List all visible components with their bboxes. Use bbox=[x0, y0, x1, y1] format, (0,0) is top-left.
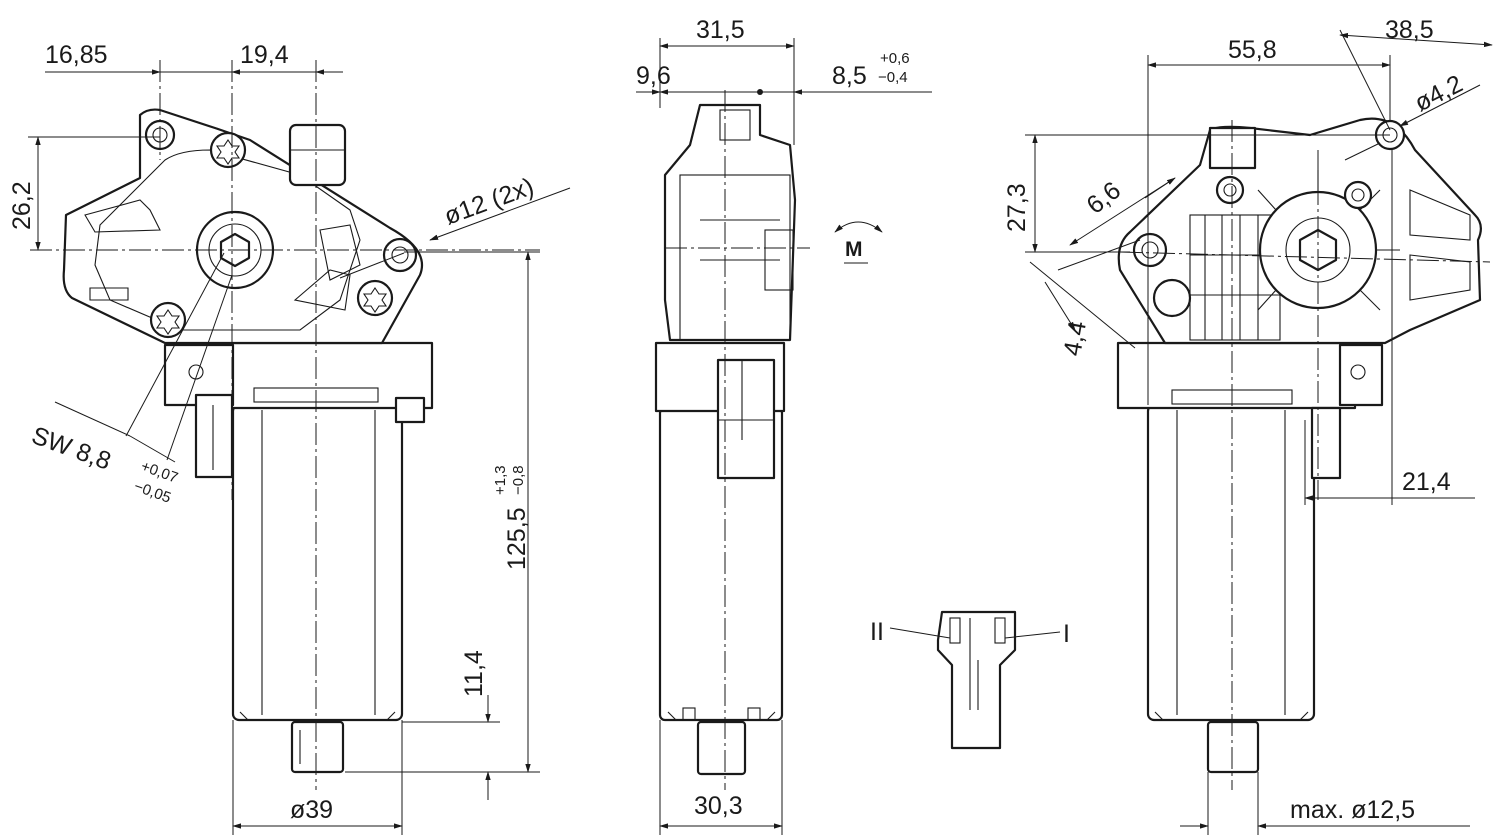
dim-diameter: ø39 bbox=[290, 796, 333, 824]
connector-pin-ii: II bbox=[870, 618, 884, 646]
rear-dim-left-height: 27,3 bbox=[1003, 183, 1031, 232]
rear-view: 38,5 55,8 ø4,2 27,3 6,6 4,4 21,4 bbox=[1003, 16, 1493, 835]
dim-length-tol-upper: +1,3 bbox=[492, 465, 509, 495]
rear-dim-right-offset: 21,4 bbox=[1402, 468, 1451, 496]
side-view: 31,5 9,6 8,5 +0,6 −0,4 30,3 M bbox=[636, 16, 932, 835]
side-dim-top: 31,5 bbox=[696, 16, 745, 44]
motor-shaft bbox=[290, 720, 345, 774]
dim-sw: SW 8,8 bbox=[28, 421, 115, 475]
connector-body bbox=[936, 610, 1017, 750]
rear-mount-hole-left bbox=[1132, 232, 1168, 268]
side-dim-bottom: 30,3 bbox=[694, 792, 743, 820]
front-view: 16,85 19,4 26,2 ø12 (2x) SW 8,8 +0,07 −0… bbox=[8, 41, 571, 835]
side-dim-right: 8,5 bbox=[832, 62, 867, 90]
rear-flange bbox=[1116, 341, 1357, 410]
dim-length-tol-lower: −0,8 bbox=[510, 465, 527, 495]
rear-dim-top: 55,8 bbox=[1228, 36, 1277, 64]
dim-shaft: 11,4 bbox=[460, 650, 488, 697]
motor-body bbox=[231, 403, 404, 722]
screw-bottom-right bbox=[356, 279, 394, 317]
side-dim-left: 9,6 bbox=[636, 62, 671, 90]
dim-16-85: 16,85 bbox=[45, 41, 108, 69]
screw-bottom-left bbox=[149, 301, 187, 339]
side-dim-right-tol-lower: −0,4 bbox=[878, 69, 908, 86]
screw-top bbox=[209, 131, 247, 169]
side-connector bbox=[716, 358, 776, 480]
rear-dim-hole: ø4,2 bbox=[1410, 70, 1467, 118]
side-dim-right-tol-upper: +0,6 bbox=[880, 50, 910, 67]
rear-motor-body bbox=[1146, 403, 1316, 722]
side-shaft bbox=[696, 720, 747, 776]
dim-19-4: 19,4 bbox=[240, 41, 289, 69]
dim-hole-12: ø12 (2x) bbox=[440, 172, 537, 230]
rotation-arrow-icon bbox=[834, 221, 883, 233]
rear-dim-max-diameter: max. ø12,5 bbox=[1290, 796, 1415, 824]
rear-dim-small: 4,4 bbox=[1058, 319, 1092, 358]
connector-pin-i: I bbox=[1063, 620, 1070, 648]
dim-26-2: 26,2 bbox=[8, 181, 36, 230]
connector-detail: II I bbox=[870, 610, 1070, 750]
rear-dim-top-right: 38,5 bbox=[1385, 16, 1434, 44]
rear-shaft bbox=[1206, 720, 1260, 774]
dim-length: 125,5 bbox=[503, 507, 531, 570]
rotation-label: M bbox=[845, 238, 863, 261]
